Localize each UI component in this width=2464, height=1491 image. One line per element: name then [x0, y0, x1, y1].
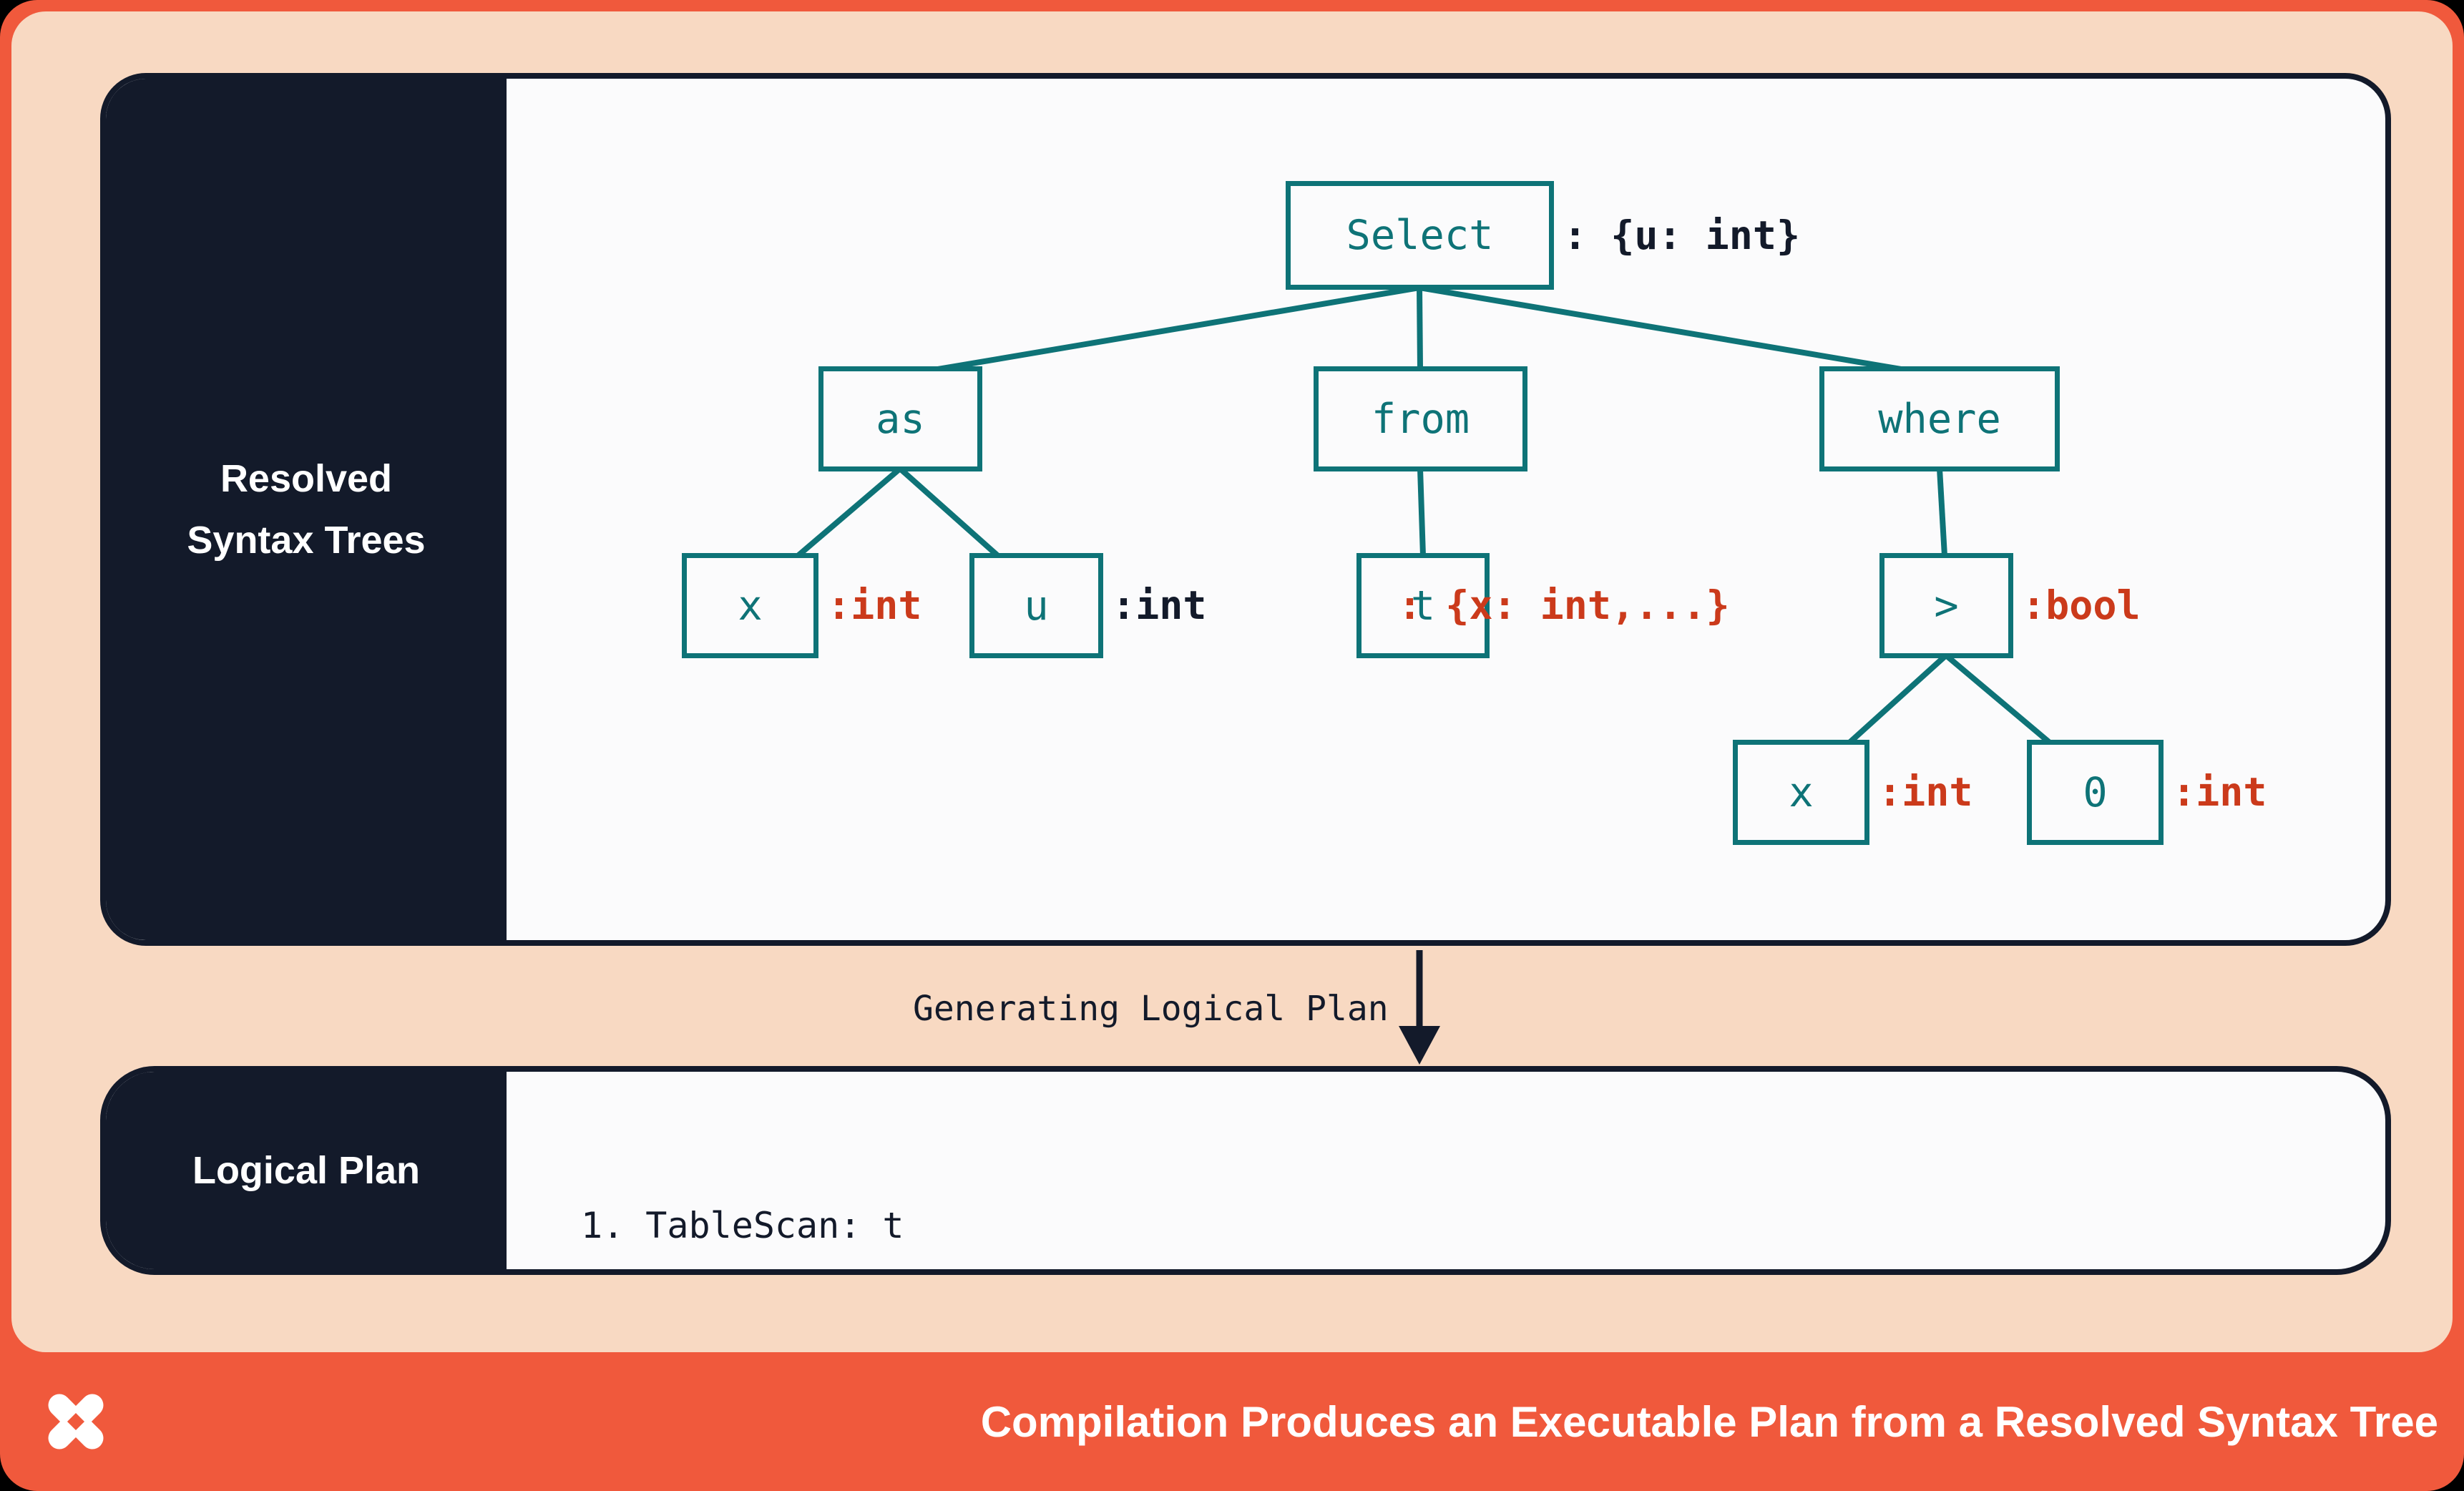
type-annotation-x-where: :int	[1878, 769, 1973, 815]
tree-node-select-label: Select	[1346, 212, 1494, 259]
transition-label: Generating Logical Plan	[913, 989, 1389, 1029]
type-annotation-zero: :int	[2172, 769, 2267, 815]
type-annotation-greater-than: :bool	[2022, 582, 2141, 628]
logical-plan-steps: 1. TableScan: t 2. Filter: t.x > 0 3. Pr…	[581, 1100, 1076, 1269]
tree-node-u: u	[969, 553, 1103, 658]
tree-node-where-label: where	[1878, 395, 2001, 443]
tree-node-x-as: x	[682, 553, 818, 658]
tree-node-x-where-label: x	[1789, 768, 1814, 816]
tree-node-as-label: as	[876, 395, 925, 443]
tree-node-as: as	[818, 366, 982, 471]
tree-node-u-label: u	[1024, 582, 1049, 630]
tree-node-where: where	[1819, 366, 2060, 471]
resolved-panel-title: Resolved Syntax Trees	[187, 448, 425, 571]
logical-plan-title: Logical Plan	[192, 1149, 421, 1192]
footer-title: Compilation Produces an Executable Plan …	[980, 1397, 2438, 1446]
tree-node-t: t	[1356, 553, 1490, 658]
dozer-logo-icon	[48, 1394, 104, 1450]
tree-node-x-where: x	[1733, 740, 1869, 845]
type-annotation-x-as: :int	[827, 582, 922, 628]
tree-node-from-label: from	[1371, 395, 1470, 443]
resolved-panel-sidebar: Resolved Syntax Trees	[106, 79, 507, 940]
tree-node-t-label: t	[1410, 582, 1436, 630]
footer-bar: Compilation Produces an Executable Plan …	[0, 1352, 2464, 1491]
resolved-syntax-trees-panel: Resolved Syntax Trees	[100, 73, 2391, 946]
resolved-panel-title-line2: Syntax Trees	[187, 519, 426, 562]
logical-plan-panel: Logical Plan 1. TableScan: t 2. Filter: …	[100, 1066, 2391, 1275]
tree-node-greater-than-label: >	[1934, 582, 1959, 630]
tree-node-zero-label: 0	[2083, 768, 2108, 816]
type-annotation-select: : {u: int}	[1563, 212, 1801, 258]
resolved-panel-title-line1: Resolved	[220, 457, 393, 500]
logical-plan-step: 1. TableScan: t	[581, 1205, 904, 1246]
tree-node-x-as-label: x	[738, 582, 763, 630]
tree-node-from: from	[1314, 366, 1527, 471]
tree-node-select: Select	[1286, 181, 1554, 290]
type-annotation-t: : {x: int,...}	[1398, 582, 1730, 628]
logical-plan-sidebar: Logical Plan	[106, 1072, 507, 1269]
tree-node-greater-than: >	[1879, 553, 2013, 658]
tree-node-zero: 0	[2027, 740, 2164, 845]
type-annotation-u: :int	[1112, 582, 1207, 628]
